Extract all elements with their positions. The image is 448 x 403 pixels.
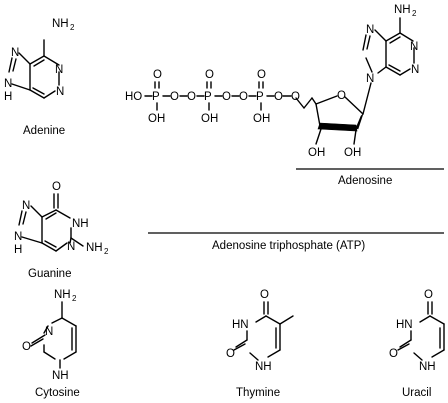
ribose-2-oh: OH	[344, 147, 361, 159]
svg-text:O: O	[22, 341, 31, 353]
svg-text:OH: OH	[201, 113, 218, 125]
svg-text:O: O	[153, 69, 162, 81]
svg-text:O: O	[389, 348, 398, 360]
adenine-n3-label: N	[56, 86, 64, 98]
svg-text:OH: OH	[253, 113, 270, 125]
atp-structure: HO P O O P O O P O O O O O OH OH OH O OH…	[125, 4, 419, 159]
svg-text:2: 2	[104, 247, 109, 256]
guanine-nh-label: NH	[72, 218, 89, 230]
svg-text:2: 2	[412, 9, 417, 18]
adenine-caption: Adenine	[23, 125, 65, 137]
guanine-o-label: O	[52, 181, 61, 193]
adenine-n7-label: N	[11, 47, 19, 59]
svg-text:O: O	[226, 348, 235, 360]
thymine-caption: Thymine	[236, 387, 280, 399]
uracil-o-label: O	[424, 289, 433, 301]
guanine-nh2-label: NH	[86, 242, 103, 254]
uracil-structure: O HN O NH Uracil	[389, 289, 445, 399]
svg-text:N: N	[67, 241, 75, 253]
adenosine-caption: Adenosine	[338, 175, 392, 187]
adenine-h-label: H	[4, 91, 12, 103]
cytosine-nh2-label: NH	[54, 289, 71, 301]
cytosine-nh-label: NH	[52, 370, 69, 382]
ribose-3-oh: OH	[308, 147, 325, 159]
svg-text:O: O	[170, 91, 179, 103]
adenine-nh2-label: NH	[52, 18, 69, 30]
thymine-o-label: O	[260, 289, 269, 301]
svg-text:O: O	[205, 69, 214, 81]
svg-text:N: N	[22, 200, 30, 212]
svg-text:N: N	[45, 326, 53, 338]
adenine-n9-label: N	[4, 78, 12, 90]
uracil-hn-label: HN	[396, 319, 413, 331]
atp-adenine-nh2: NH	[394, 4, 411, 16]
svg-text:O: O	[222, 91, 231, 103]
atp-caption: Adenosine triphosphate (ATP)	[212, 240, 365, 252]
svg-text:O: O	[239, 91, 248, 103]
svg-text:N: N	[366, 24, 374, 36]
svg-text:2: 2	[72, 294, 77, 303]
ribose-ring-oxygen: O	[337, 90, 346, 102]
thymine-structure: O HN O NH Thymine	[226, 289, 294, 399]
adenine-structure: NH 2 N N N N H Adenine	[4, 18, 75, 137]
svg-text:2: 2	[70, 23, 75, 32]
cytosine-caption: Cytosine	[35, 387, 80, 399]
atp-p-alpha: P	[256, 91, 264, 103]
svg-text:O: O	[274, 91, 283, 103]
svg-text:N: N	[14, 231, 22, 243]
atp-p-beta: P	[204, 91, 212, 103]
adenine-n1-label: N	[55, 64, 63, 76]
thymine-nh-label: NH	[255, 361, 272, 373]
thymine-hn-label: HN	[232, 319, 249, 331]
svg-text:OH: OH	[148, 113, 165, 125]
svg-text:N: N	[410, 41, 418, 53]
cytosine-structure: NH 2 N O NH Cytosine	[22, 289, 80, 399]
uracil-caption: Uracil	[402, 387, 431, 399]
uracil-nh-label: NH	[419, 361, 436, 373]
atp-adenine-n9: N	[366, 73, 374, 85]
svg-text:H: H	[14, 244, 22, 256]
svg-text:O: O	[187, 91, 196, 103]
atp-ho-label: HO	[125, 91, 142, 103]
svg-text:O: O	[291, 91, 300, 103]
guanine-caption: Guanine	[28, 268, 71, 280]
svg-text:N: N	[411, 64, 419, 76]
atp-p-gamma: P	[152, 91, 160, 103]
guanine-structure: O NH N N N H NH 2 Guanine	[14, 181, 109, 280]
svg-text:O: O	[257, 69, 266, 81]
